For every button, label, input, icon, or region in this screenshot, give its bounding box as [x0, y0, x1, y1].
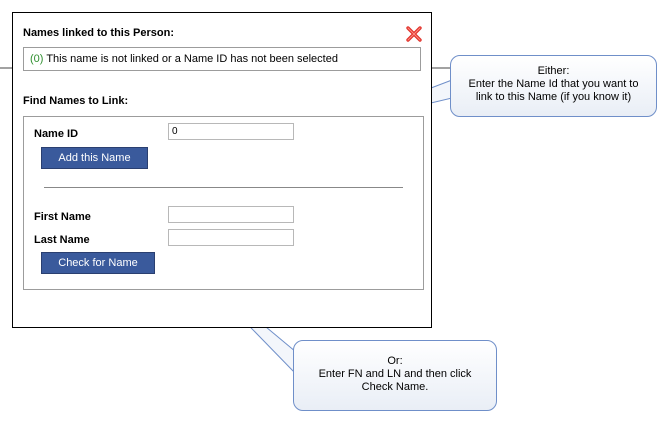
linked-count: (0) [30, 53, 44, 65]
dialog-title: Names linked to this Person: [23, 27, 174, 39]
callout-bottom-line2: Enter FN and LN and then click [318, 368, 472, 380]
find-names-heading: Find Names to Link: [23, 95, 129, 107]
name-id-label: Name ID [34, 128, 79, 140]
check-for-name-button[interactable]: Check for Name [41, 252, 155, 274]
find-names-panel: Name ID Add this Name First Name Last Na… [23, 116, 424, 290]
name-id-callout: Either: Enter the Name Id that you want … [450, 55, 657, 117]
last-name-label: Last Name [34, 234, 90, 246]
callout-top-line1: Either: [537, 65, 570, 77]
name-id-input[interactable] [168, 123, 294, 140]
callout-top-line2: Enter the Name Id that you want to [468, 78, 639, 90]
section-divider [44, 187, 403, 188]
callout-bottom-line1: Or: [387, 355, 403, 367]
first-name-label: First Name [34, 211, 91, 223]
callout-bottom-line3: Check Name. [361, 381, 429, 393]
add-this-name-button[interactable]: Add this Name [41, 147, 148, 169]
linked-message: This name is not linked or a Name ID has… [46, 53, 338, 65]
callout-top-line3: link to this Name (if you know it) [475, 91, 632, 103]
close-icon[interactable] [405, 25, 423, 43]
last-name-input[interactable] [168, 229, 294, 246]
link-names-dialog: Names linked to this Person: (0) This na… [12, 12, 432, 328]
first-name-input[interactable] [168, 206, 294, 223]
first-last-name-callout: Or: Enter FN and LN and then click Check… [293, 340, 497, 411]
linked-names-status: (0) This name is not linked or a Name ID… [23, 47, 421, 71]
